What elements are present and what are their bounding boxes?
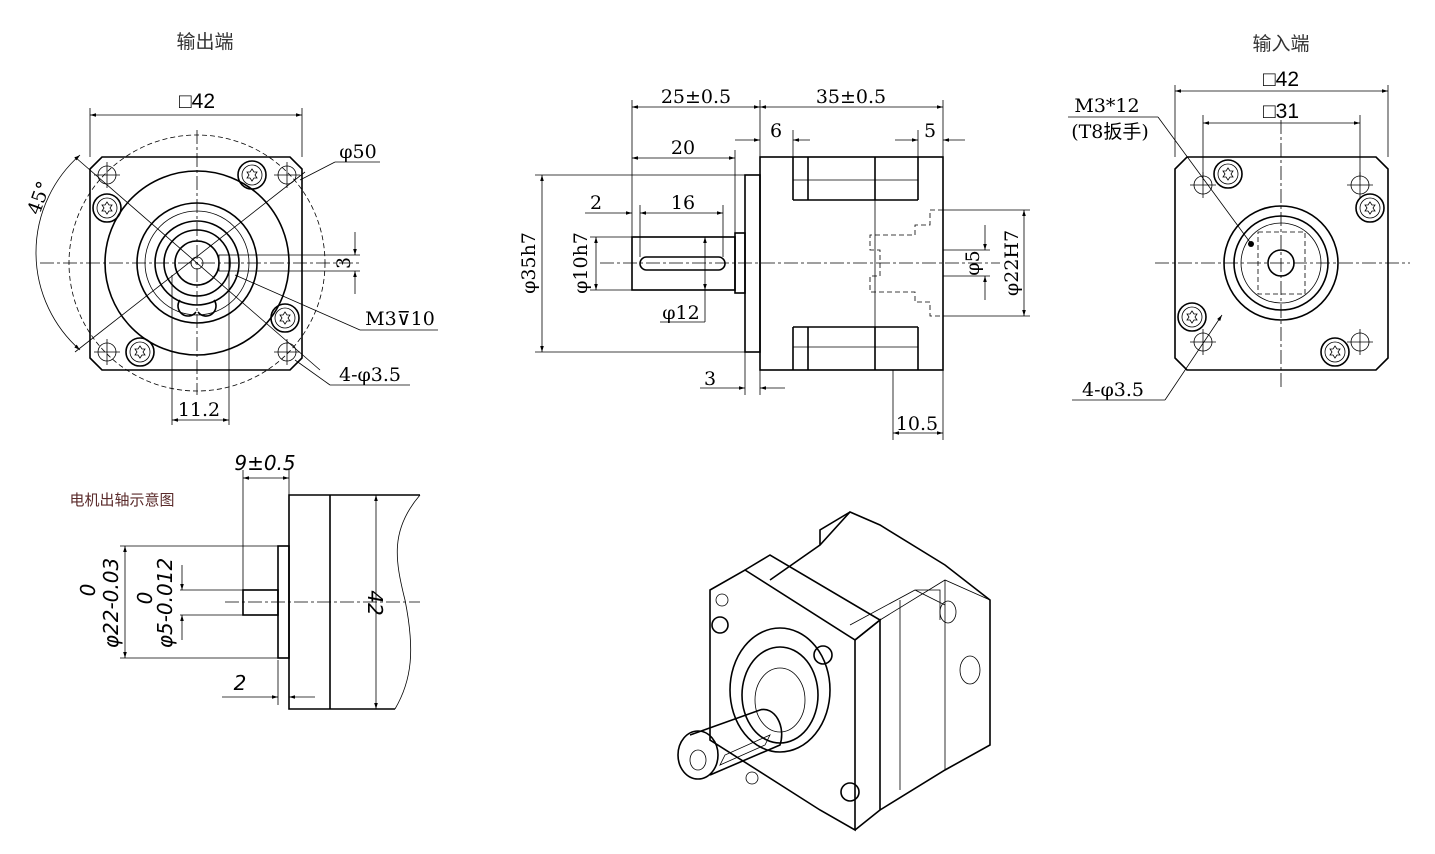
dim-output-key: 11.2 [178, 399, 220, 421]
dim-motor-phi5-upper: 0 [133, 592, 157, 605]
isometric-view [677, 511, 991, 832]
dim-5: 5 [924, 120, 936, 142]
dim-phi12: φ12 [662, 302, 699, 324]
dim-phi10: φ10h7 [570, 232, 592, 294]
screw-tool: (T8扳手) [1071, 121, 1149, 143]
output-view-title: 输出端 [176, 31, 233, 53]
dim-input-square42: □42 [1263, 68, 1299, 91]
dim-output-pcd: φ50 [339, 141, 376, 163]
dim-phi35: φ35h7 [518, 232, 540, 294]
dim-35: 35±0.5 [816, 86, 886, 108]
side-view: 25±0.5 35±0.5 6 5 20 2 16 φ12 3 10.5 φ35… [518, 86, 1030, 440]
motor-shaft-title: 电机出轴示意图 [69, 491, 174, 509]
dim-25: 25±0.5 [661, 86, 731, 108]
motor-shaft-diagram: 电机出轴示意图 9±0.5 φ22-0.03 0 φ5-0.012 0 2 42 [69, 451, 421, 710]
dim-input-holes: 4-φ3.5 [1082, 379, 1144, 401]
dim-motor-phi22-upper: 0 [76, 584, 100, 597]
input-view-title: 输入端 [1252, 33, 1309, 55]
output-end-view: 输出端 □42 φ50 M3⊽10 4-φ3.5 11.2 [23, 31, 438, 425]
dim-motor-phi22: φ22-0.03 [99, 558, 123, 648]
dim-motor-2: 2 [234, 671, 247, 695]
dim-motor-phi5: φ5-0.012 [153, 558, 177, 648]
input-end-view: 输入端 □42 □31 M3*12 (T8扳手) 4-φ3.5 [1068, 33, 1410, 401]
dim-20: 20 [671, 137, 695, 159]
dim-output-holes: 4-φ3.5 [339, 364, 401, 386]
dim-motor-42: 42 [363, 590, 387, 615]
screw-spec: M3*12 [1074, 95, 1139, 117]
dim-phi22: φ22H7 [1001, 230, 1023, 296]
dim-output-square: □42 [179, 90, 215, 113]
dim-10-5: 10.5 [896, 413, 938, 435]
dim-output-angle: 45° [23, 178, 55, 217]
dim-output-keywidth: 3 [333, 257, 355, 269]
dim-3: 3 [704, 368, 716, 390]
dim-16: 16 [671, 192, 695, 214]
dim-2: 2 [590, 192, 602, 214]
dim-output-thread: M3⊽10 [365, 308, 435, 330]
dim-6: 6 [770, 120, 782, 142]
dim-shaft-length: 9±0.5 [234, 451, 295, 475]
dim-phi5: φ5 [962, 250, 984, 275]
dim-input-square31: □31 [1263, 100, 1299, 123]
